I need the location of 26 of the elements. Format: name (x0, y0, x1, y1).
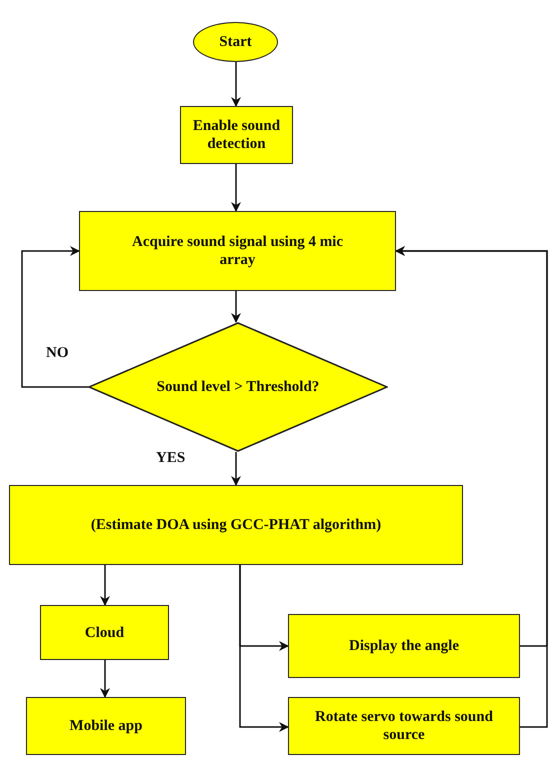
process-box (288, 697, 520, 755)
node-label: Start (218, 33, 253, 51)
arrow (395, 246, 548, 728)
arrow (231, 291, 241, 323)
arrow (100, 565, 110, 606)
process-box (288, 614, 520, 678)
arrow (231, 452, 241, 486)
node-label: (Estimate DOA using GCC-PHAT algorithm) (90, 516, 382, 534)
process-box (9, 485, 463, 565)
decision-diamond (88, 322, 388, 452)
node-label: Display the angle (348, 637, 460, 655)
node-label: Mobile app (68, 717, 144, 735)
node-label: Enable sound detection (192, 117, 282, 153)
arrow (21, 246, 89, 388)
process-box (26, 697, 186, 755)
arrow (239, 565, 289, 732)
arrow (231, 164, 241, 212)
node-label: Rotate servo towards sound source (314, 708, 494, 744)
node-label: Acquire sound signal using 4 mic array (130, 233, 344, 269)
arrow (100, 660, 110, 698)
process-box (40, 605, 169, 660)
node-label: Sound level > Threshold? (156, 378, 320, 396)
process-box (180, 106, 293, 164)
node-label: Cloud (84, 624, 126, 642)
process-box (79, 211, 396, 291)
arrow (231, 62, 241, 107)
